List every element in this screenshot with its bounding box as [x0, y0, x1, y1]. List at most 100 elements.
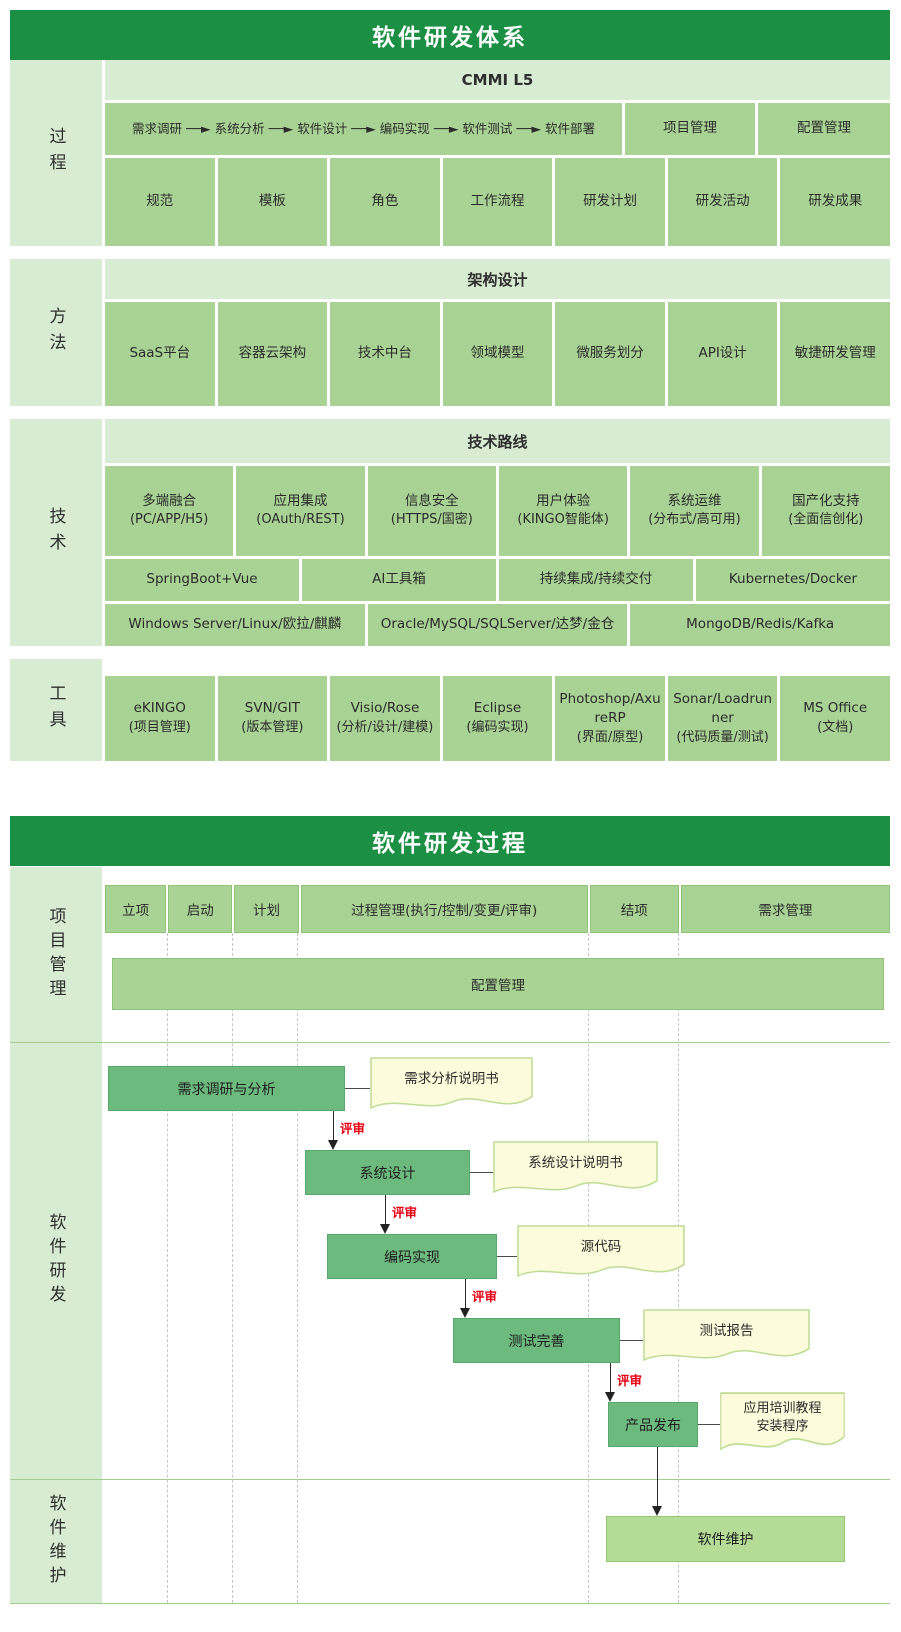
flow-arrow [610, 1363, 611, 1394]
grid-cell: Photoshop/AxureRP(界面/原型) [555, 676, 665, 761]
band-tools: 工具 eKINGO(项目管理) SVN/GIT(版本管理) Visio/Rose… [10, 659, 890, 761]
band-tools-side: 工具 [10, 659, 102, 761]
system-diagram: 软件研发体系 过程 CMMI L5 需求调研 ──► 系统分析 ──► 软件设计… [10, 10, 890, 761]
grid-cell: 启动 [168, 885, 233, 933]
connector-line [470, 1172, 493, 1173]
grid-cell: 研发活动 [667, 158, 778, 246]
grid-cell: AI工具箱 [302, 559, 496, 601]
grid-cell: SVN/GIT(版本管理) [217, 676, 328, 761]
flow-step-requirements: 需求调研与分析 [108, 1066, 345, 1111]
grid-cell: 计划 [234, 885, 299, 933]
architecture-banner: 架构设计 [105, 259, 890, 299]
grid-cell: 信息安全(HTTPS/国密) [367, 466, 496, 556]
band-technology: 技术 技术路线 多端融合(PC/APP/H5) 应用集成(OAuth/REST)… [10, 419, 890, 646]
grid-cell: 系统运维(分布式/高可用) [630, 466, 759, 556]
process-flow-cell: 需求调研 ──► 系统分析 ──► 软件设计 ──► 编码实现 ──► 软件测试… [105, 103, 622, 155]
spacer [105, 659, 890, 673]
grid-cell: Windows Server/Linux/欧拉/麒麟 [105, 604, 365, 646]
system-title: 软件研发体系 [10, 10, 890, 60]
document-design-spec: 系统设计说明书 [493, 1141, 658, 1198]
process-diagram: 软件研发过程 项目管理 软件研发 软件维护 立项 启动 计划 过程管理(执行/控… [10, 816, 890, 1604]
grid-cell: Eclipse(编码实现) [442, 676, 553, 761]
band-process-label: 过程 [45, 127, 66, 179]
grid-cell: 领域模型 [442, 302, 553, 406]
arrowhead-icon [328, 1140, 338, 1150]
grid-cell: 配置管理 [758, 103, 890, 155]
connector-line [620, 1340, 643, 1341]
grid-cell: 角色 [330, 158, 440, 246]
grid-cell: 容器云架构 [217, 302, 328, 406]
grid-cell: 项目管理 [625, 103, 755, 155]
grid-cell: 应用集成(OAuth/REST) [236, 466, 365, 556]
band-technology-label: 技术 [45, 506, 66, 559]
band-method-side: 方法 [10, 259, 102, 406]
document-source-code: 源代码 [517, 1225, 685, 1282]
lane-divider [10, 1479, 890, 1480]
grid-cell: 多端融合(PC/APP/H5) [105, 466, 234, 556]
grid-cell: Kubernetes/Docker [696, 559, 890, 601]
grid-cell: 研发成果 [780, 158, 890, 246]
arrowhead-icon [460, 1308, 470, 1318]
band-method-label: 方法 [45, 306, 66, 359]
band-method: 方法 架构设计 SaaS平台 容器云架构 技术中台 领域模型 微服务划分 API… [10, 259, 890, 406]
grid-cell: 工作流程 [442, 158, 553, 246]
cmmi-banner: CMMI L5 [105, 60, 890, 100]
arrowhead-icon [652, 1506, 662, 1516]
grid-cell: MS Office(文档) [780, 676, 890, 761]
flow-arrow [385, 1195, 386, 1226]
grid-cell: 用户体验(KINGO智能体) [498, 466, 628, 556]
document-shape-icon [370, 1057, 533, 1110]
band-tools-label: 工具 [45, 684, 66, 736]
band-process-side: 过程 [10, 60, 102, 246]
grid-cell: eKINGO(项目管理) [105, 676, 215, 761]
grid-cell: SpringBoot+Vue [105, 559, 299, 601]
review-label: 评审 [617, 1373, 643, 1388]
dashed-guideline [167, 933, 168, 1603]
lane-divider [10, 1042, 890, 1043]
grid-cell: Visio/Rose(分析/设计/建模) [330, 676, 440, 761]
document-shape-icon [493, 1141, 658, 1194]
grid-cell: 模板 [217, 158, 328, 246]
document-shape-icon [643, 1309, 810, 1362]
document-test-report: 测试报告 [643, 1309, 810, 1366]
dashed-guideline [232, 933, 233, 1603]
flow-arrow [657, 1447, 658, 1508]
config-management-bar: 配置管理 [112, 958, 884, 1010]
grid-cell: 持续集成/持续交付 [499, 559, 693, 601]
document-requirements-spec: 需求分析说明书 [370, 1057, 533, 1114]
grid-cell: 微服务划分 [555, 302, 665, 406]
grid-cell: 立项 [105, 885, 167, 933]
lane-maintain: 软件维护 [45, 1493, 66, 1590]
maintenance-box: 软件维护 [606, 1516, 845, 1562]
connector-line [345, 1088, 370, 1089]
grid-cell: Oracle/MySQL/SQLServer/达梦/金仓 [367, 604, 628, 646]
flow-step-release: 产品发布 [608, 1402, 698, 1447]
grid-cell: 需求管理 [680, 885, 890, 933]
band-process: 过程 CMMI L5 需求调研 ──► 系统分析 ──► 软件设计 ──► 编码… [10, 60, 890, 246]
arrowhead-icon [605, 1392, 615, 1402]
flow-step-coding: 编码实现 [327, 1234, 497, 1279]
lane-sidebar [10, 867, 102, 1604]
tech-roadmap-banner: 技术路线 [105, 419, 890, 463]
grid-cell: SaaS平台 [105, 302, 215, 406]
pm-row: 立项 启动 计划 过程管理(执行/控制/变更/评审) 结项 需求管理 [105, 885, 890, 933]
process-title: 软件研发过程 [10, 816, 890, 866]
dashed-guideline [297, 933, 298, 1603]
flow-step-design: 系统设计 [305, 1150, 470, 1195]
grid-cell: 规范 [105, 158, 215, 246]
document-shape-icon [720, 1392, 845, 1451]
flow-step-testing: 测试完善 [453, 1318, 620, 1363]
connector-line [497, 1256, 517, 1257]
review-label: 评审 [392, 1205, 418, 1220]
grid-cell: 技术中台 [330, 302, 440, 406]
arrowhead-icon [380, 1224, 390, 1234]
connector-line [698, 1424, 720, 1425]
review-label: 评审 [472, 1289, 498, 1304]
review-label: 评审 [340, 1121, 366, 1136]
flow-arrow [465, 1279, 466, 1310]
lane-dev: 软件研发 [45, 1212, 66, 1309]
grid-cell: 敏捷研发管理 [780, 302, 890, 406]
document-training-install: 应用培训教程 安装程序 [720, 1392, 845, 1456]
grid-cell: 结项 [589, 885, 679, 933]
swimlane-body: 项目管理 软件研发 软件维护 立项 启动 计划 过程管理(执行/控制/变更/评审… [10, 867, 890, 1604]
